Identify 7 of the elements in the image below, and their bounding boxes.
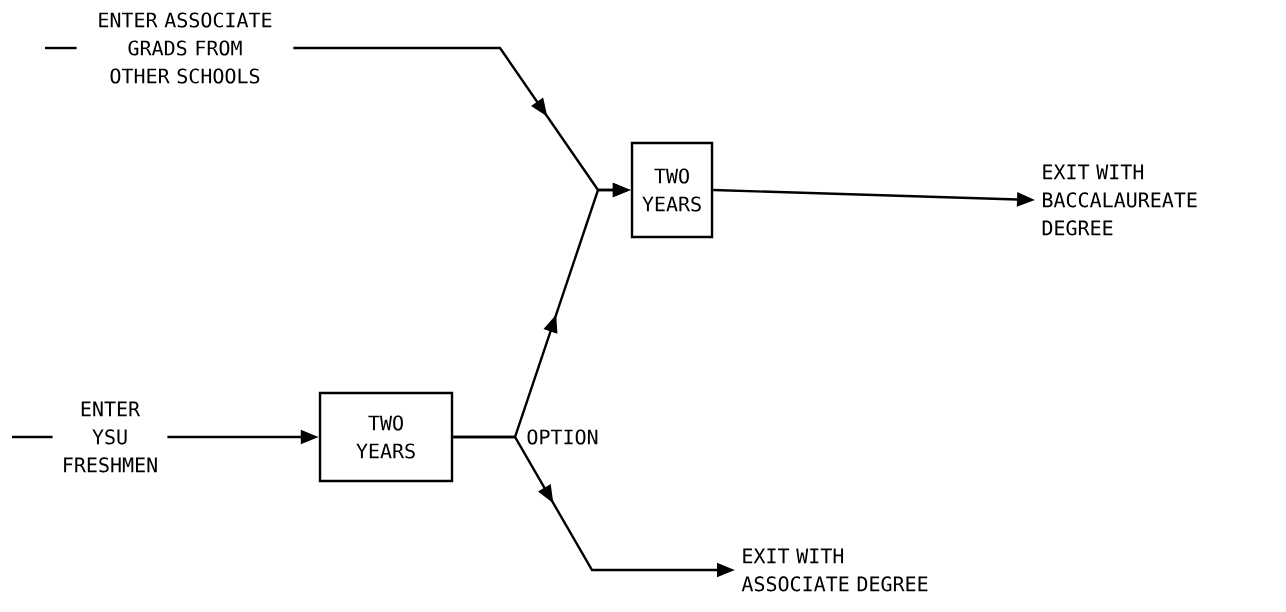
exit-text: EXIT WITH ASSOCIATE DEGREE	[741, 548, 928, 592]
exit-text: EXIT WITH BACCALAUREATE DEGREE	[1042, 164, 1197, 236]
stage-box: TWO YEARS	[318, 391, 454, 483]
option-label: OPTION	[527, 429, 598, 445]
entry-text: ENTER ASSOCIATE GRADS FROM OTHER SCHOOLS	[99, 12, 272, 84]
stage-box: TWO YEARS	[630, 141, 714, 239]
entry-text: ENTER YSU FRESHMEN	[64, 401, 157, 473]
